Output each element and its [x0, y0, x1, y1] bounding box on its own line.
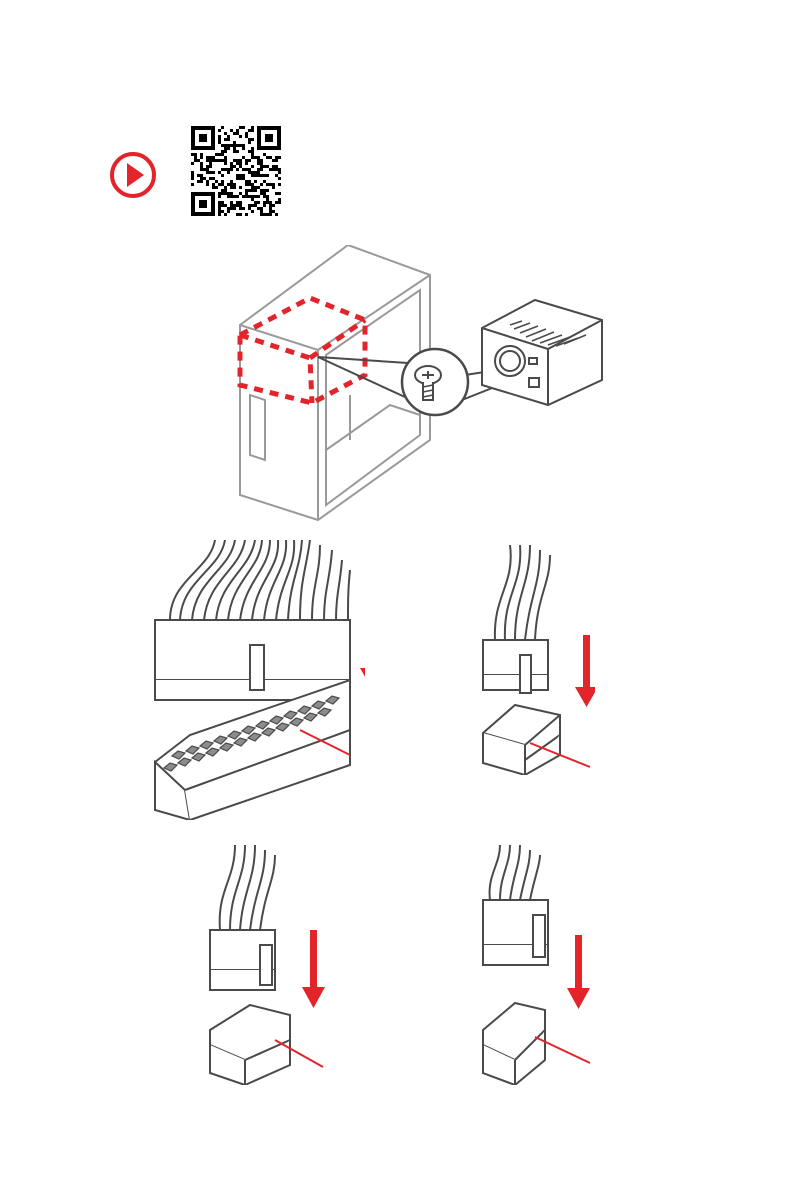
down-arrow-icon [567, 935, 590, 1009]
24-pin-connector-figure [150, 540, 365, 820]
8-pin-connector-c-figure [475, 845, 595, 1085]
down-arrow-icon [575, 635, 595, 707]
play-button-icon[interactable] [108, 150, 158, 200]
8-pin-connector-a-figure [475, 545, 595, 775]
qr-code-icon[interactable] [191, 126, 281, 216]
case-psu-figure [230, 245, 610, 525]
down-arrow-icon [360, 615, 365, 688]
8-pin-connector-b-figure [205, 845, 335, 1085]
down-arrow-icon [302, 930, 325, 1008]
